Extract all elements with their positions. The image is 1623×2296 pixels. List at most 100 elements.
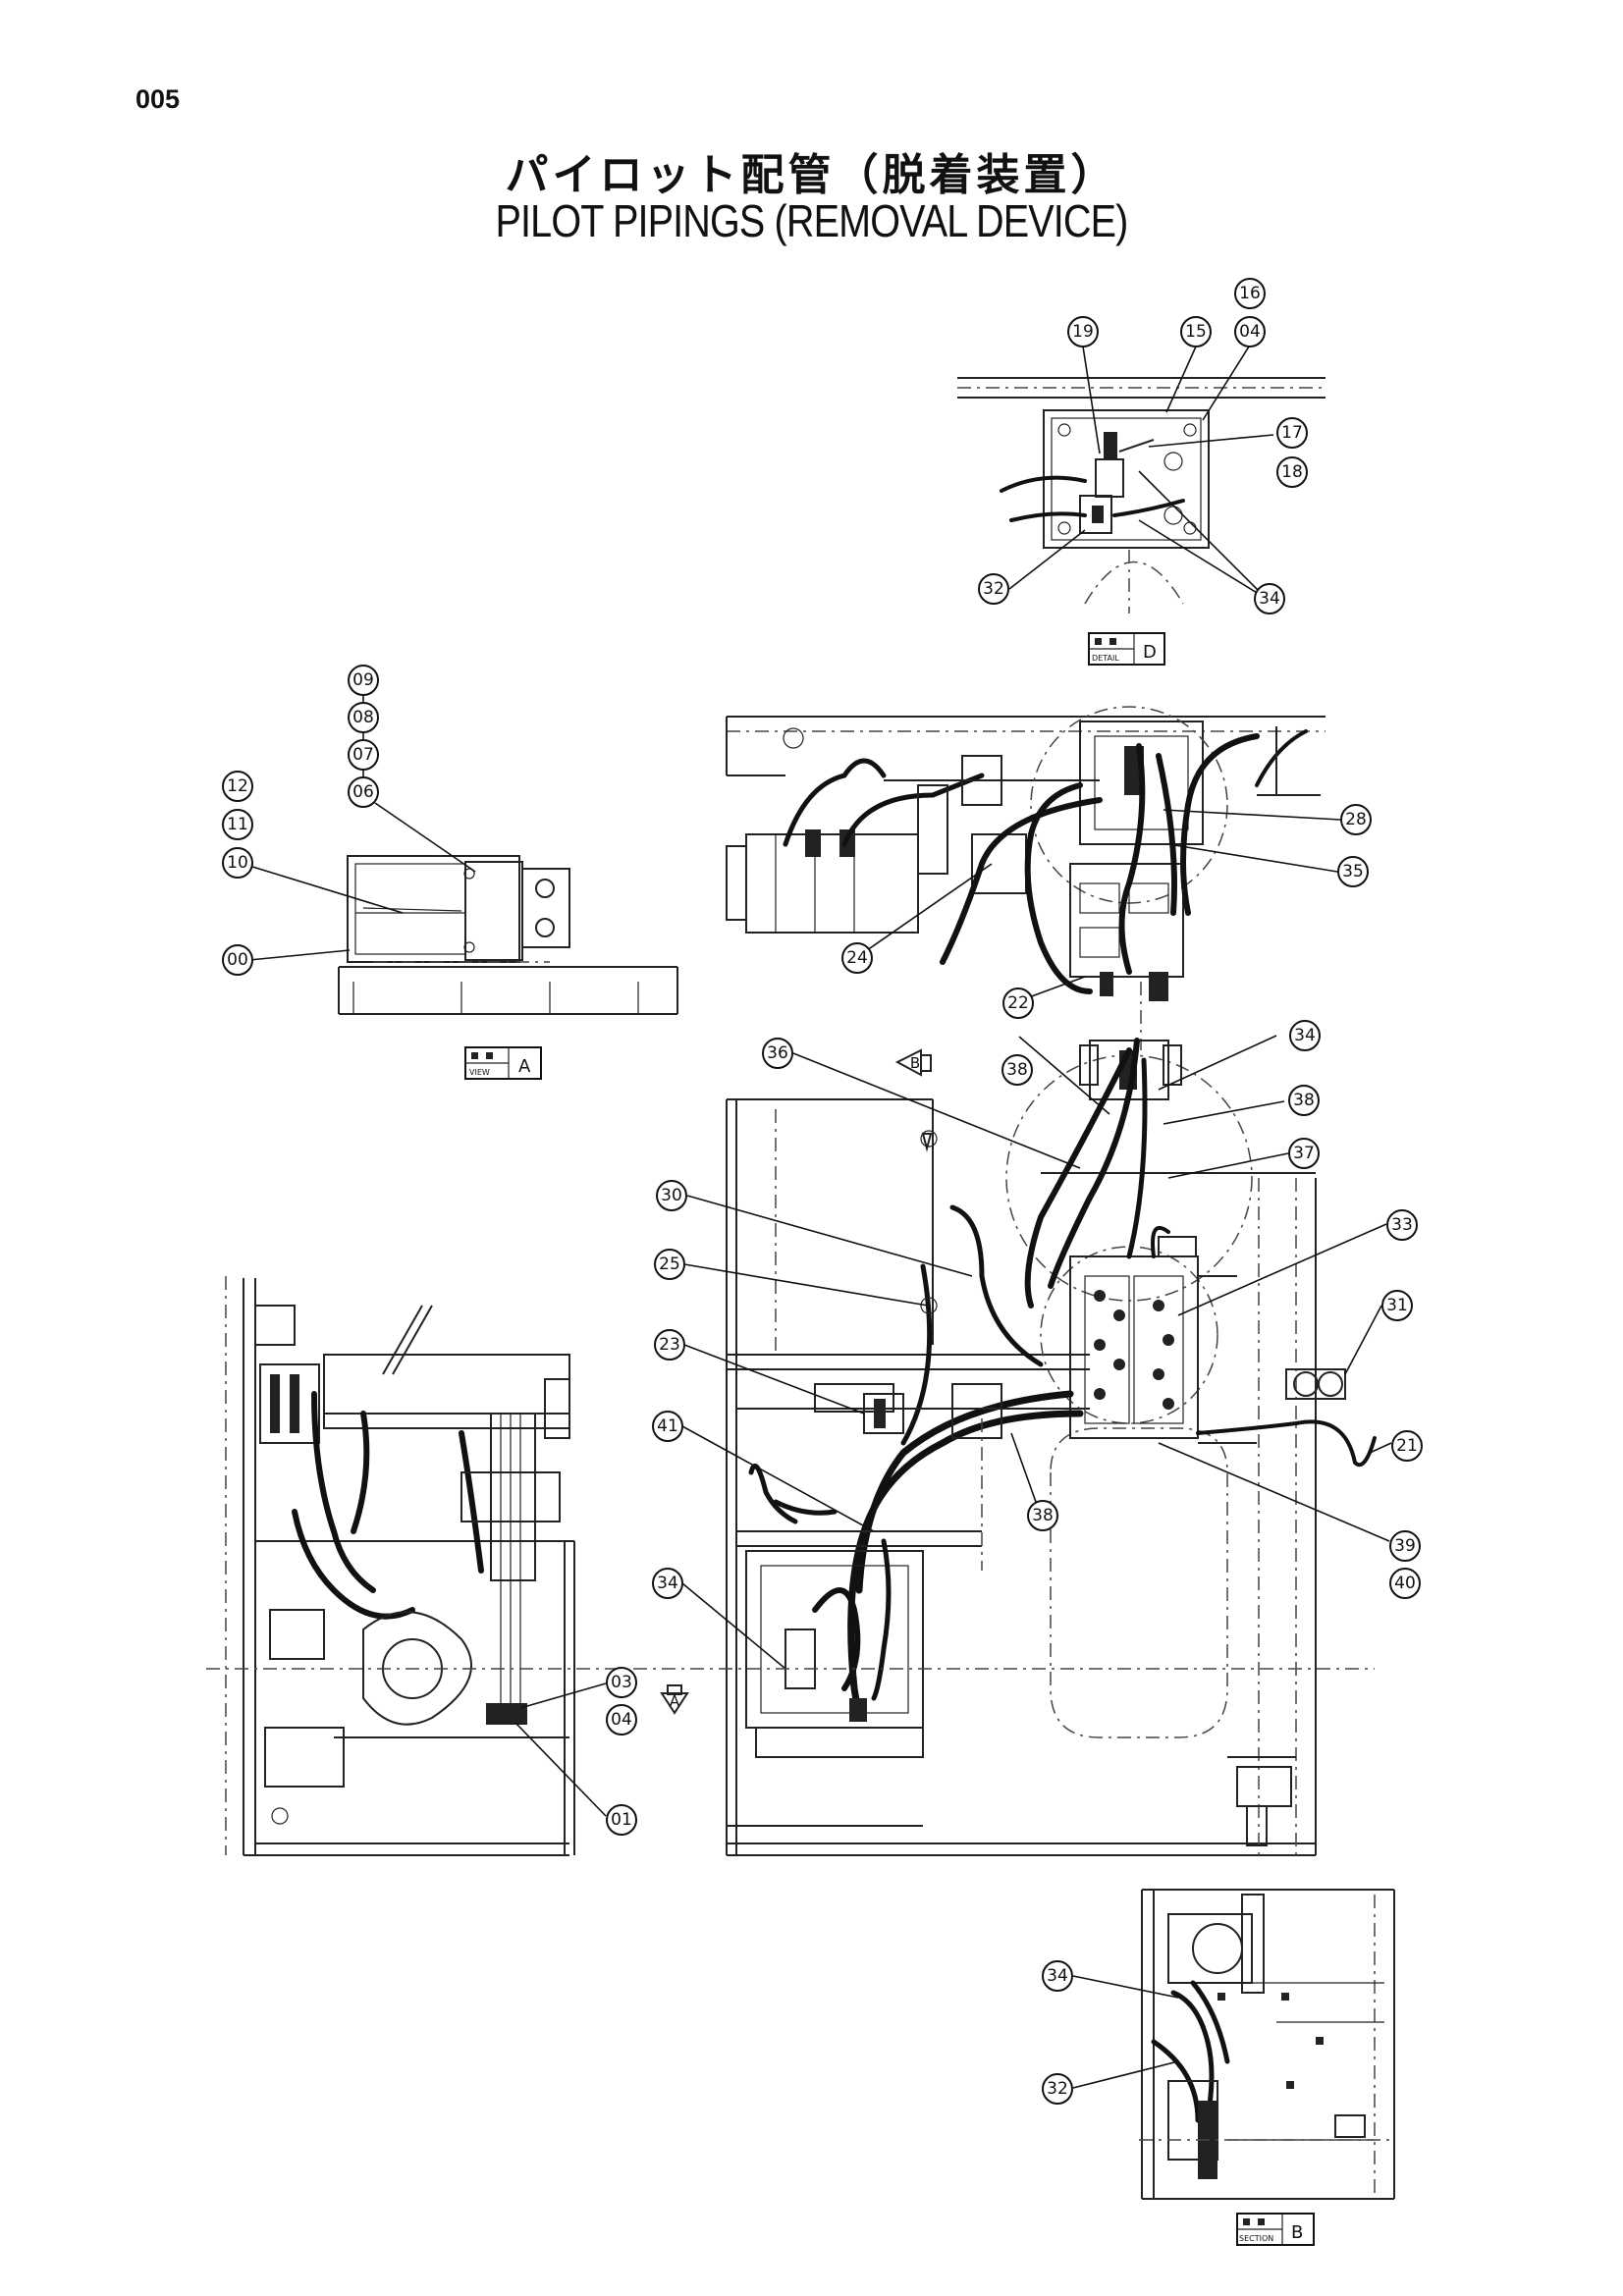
svg-text:31: 31 — [1386, 1296, 1408, 1315]
detail-d-tag-letter: D — [1143, 642, 1157, 663]
svg-text:41: 41 — [657, 1416, 678, 1436]
callout-22: 22 — [1002, 988, 1034, 1019]
svg-text:32: 32 — [983, 579, 1004, 599]
callout-23: 23 — [654, 1329, 685, 1361]
callout-21: 21 — [1391, 1430, 1423, 1462]
main-center-assembly — [726, 1038, 1377, 1856]
svg-text:25: 25 — [659, 1255, 680, 1274]
callout-38: 38 — [1001, 1054, 1033, 1086]
svg-text:36: 36 — [767, 1043, 788, 1063]
svg-text:10: 10 — [227, 853, 248, 873]
section-b-tag-letter: B — [1291, 2222, 1303, 2243]
callout-41: 41 — [652, 1411, 683, 1442]
callout-08: 08 — [348, 702, 379, 733]
svg-text:15: 15 — [1185, 322, 1207, 342]
view-arrow-a-letter: A — [670, 1692, 680, 1710]
view-arrow-a: A — [660, 1684, 689, 1715]
callout-34: 34 — [1042, 1960, 1073, 1992]
callout-36: 36 — [762, 1038, 793, 1069]
callout-35: 35 — [1337, 856, 1369, 887]
svg-text:04: 04 — [1239, 322, 1261, 342]
svg-text:37: 37 — [1293, 1144, 1315, 1163]
page-number: 005 — [135, 84, 181, 114]
callout-12: 12 — [222, 771, 253, 802]
callout-15: 15 — [1180, 316, 1212, 347]
svg-text:08: 08 — [352, 708, 374, 727]
callout-38: 38 — [1027, 1500, 1058, 1531]
view-a-tag: VIEW A — [464, 1046, 542, 1080]
callout-03: 03 — [606, 1667, 637, 1698]
callout-28: 28 — [1340, 804, 1372, 835]
detail-d-tag: DETAIL D — [1088, 632, 1165, 666]
svg-text:22: 22 — [1007, 993, 1029, 1013]
section-b-tag-small: SECTION — [1239, 2234, 1273, 2243]
svg-text:23: 23 — [659, 1335, 680, 1355]
svg-text:35: 35 — [1342, 862, 1364, 881]
callout-19: 19 — [1067, 316, 1099, 347]
view-arrow-b: B — [894, 1048, 932, 1077]
svg-text:19: 19 — [1072, 322, 1094, 342]
callout-40: 40 — [1389, 1568, 1421, 1599]
svg-text:18: 18 — [1281, 462, 1303, 482]
svg-text:01: 01 — [611, 1810, 632, 1830]
svg-text:39: 39 — [1394, 1536, 1416, 1556]
section-b-tag: SECTION B — [1236, 2213, 1315, 2246]
callout-09: 09 — [348, 665, 379, 696]
svg-text:24: 24 — [846, 948, 868, 968]
callout-17: 17 — [1276, 417, 1308, 449]
title-japanese: パイロット配管（脱着装置） — [505, 150, 1118, 200]
lower-left-assembly — [206, 1276, 1375, 1856]
detail-d-tag-small: DETAIL — [1092, 654, 1119, 663]
svg-text:33: 33 — [1391, 1215, 1413, 1235]
callout-04: 04 — [606, 1704, 637, 1735]
svg-text:00: 00 — [227, 950, 248, 970]
svg-text:34: 34 — [1259, 589, 1280, 609]
view-a-tag-letter: A — [518, 1056, 531, 1077]
callout-04: 04 — [1234, 316, 1266, 347]
callout-11: 11 — [222, 809, 253, 840]
svg-text:21: 21 — [1396, 1436, 1418, 1456]
callout-34: 34 — [1289, 1020, 1321, 1051]
svg-text:16: 16 — [1239, 284, 1261, 303]
svg-text:04: 04 — [611, 1710, 632, 1730]
main-assembly-callouts — [681, 1035, 1392, 1670]
upper-assembly-callouts — [856, 809, 1341, 1002]
callout-32: 32 — [978, 573, 1009, 605]
lower-left-callouts — [514, 1682, 607, 1817]
svg-text:38: 38 — [1006, 1060, 1028, 1080]
svg-text:38: 38 — [1032, 1506, 1054, 1525]
callout-34: 34 — [1254, 583, 1285, 614]
svg-text:34: 34 — [1294, 1026, 1316, 1045]
view-a-drawing — [338, 855, 678, 1015]
callout-bubbles: 16 19 15 04 17 18 32 34 09 08 07 06 12 1… — [222, 278, 1423, 2105]
callout-31: 31 — [1381, 1290, 1413, 1321]
svg-text:07: 07 — [352, 745, 374, 765]
callout-00: 00 — [222, 944, 253, 976]
svg-text:03: 03 — [611, 1673, 632, 1692]
svg-text:17: 17 — [1281, 423, 1303, 443]
callout-39: 39 — [1389, 1530, 1421, 1562]
callout-34: 34 — [652, 1568, 683, 1599]
svg-text:30: 30 — [661, 1186, 682, 1205]
callout-32: 32 — [1042, 2073, 1073, 2105]
callout-25: 25 — [654, 1249, 685, 1280]
svg-text:32: 32 — [1047, 2079, 1068, 2099]
section-b-view — [1139, 1889, 1395, 2200]
section-b-callouts — [1072, 1975, 1179, 2089]
callout-06: 06 — [348, 776, 379, 808]
callout-24: 24 — [841, 942, 873, 974]
svg-text:40: 40 — [1394, 1574, 1416, 1593]
callout-01: 01 — [606, 1804, 637, 1836]
detail-d-callouts — [1008, 346, 1274, 600]
callout-10: 10 — [222, 847, 253, 879]
svg-text:28: 28 — [1345, 810, 1367, 829]
view-arrow-b-letter: B — [910, 1054, 920, 1072]
callout-37: 37 — [1288, 1138, 1320, 1169]
callout-18: 18 — [1276, 456, 1308, 488]
upper-pump-assembly — [726, 706, 1325, 1050]
svg-text:12: 12 — [227, 776, 248, 796]
callout-33: 33 — [1386, 1209, 1418, 1241]
callout-16: 16 — [1234, 278, 1266, 309]
svg-text:34: 34 — [657, 1574, 678, 1593]
